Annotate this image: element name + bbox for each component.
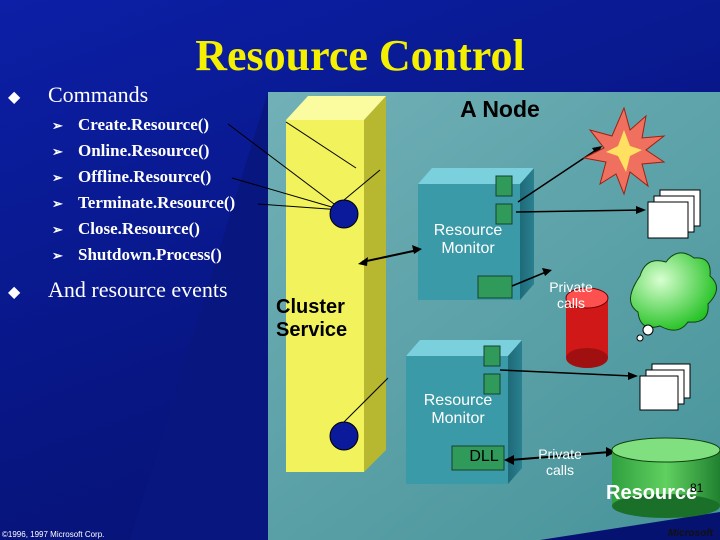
cluster-service-port-2 bbox=[329, 421, 359, 451]
private-calls-label-2: Private calls bbox=[538, 446, 582, 478]
command-item-label: Offline.Resource() bbox=[78, 167, 212, 186]
resource-monitor-label-2: Resource Monitor bbox=[423, 392, 493, 427]
diamond-bullet-icon: ◆ bbox=[8, 88, 21, 106]
red-cylinder-icon bbox=[565, 287, 609, 368]
arrow-bullet-icon: ➢ bbox=[52, 248, 63, 263]
bullet-commands-label: Commands bbox=[48, 82, 149, 107]
copyright-text: ©1996, 1997 Microsoft Corp. bbox=[2, 530, 105, 539]
microsoft-logo: Microsoft bbox=[668, 528, 713, 539]
diamond-bullet-icon: ◆ bbox=[8, 283, 21, 301]
cluster-service-top bbox=[286, 96, 386, 120]
cluster-service-pillar bbox=[286, 120, 364, 472]
command-item-label: Online.Resource() bbox=[78, 141, 210, 160]
command-item: ➢ Shutdown.Process() bbox=[52, 245, 222, 265]
command-item-label: Terminate.Resource() bbox=[78, 193, 236, 212]
cloud-icon bbox=[630, 252, 717, 342]
cluster-service-side bbox=[364, 96, 386, 472]
document-stack-icon-1 bbox=[647, 189, 701, 239]
resource-label: Resource bbox=[606, 482, 698, 504]
dll-label: DLL bbox=[469, 448, 499, 465]
command-item: ➢ Online.Resource() bbox=[52, 141, 209, 161]
arrow-bullet-icon: ➢ bbox=[52, 170, 63, 185]
bullet-events: ◆ And resource events bbox=[8, 277, 228, 303]
cluster-service-label: Cluster Service bbox=[276, 296, 348, 341]
command-item: ➢ Close.Resource() bbox=[52, 219, 200, 239]
node-label: A Node bbox=[460, 96, 540, 122]
private-calls-label-1: Private calls bbox=[549, 279, 593, 311]
document-stack-icon-2 bbox=[639, 363, 691, 411]
arrow-bullet-icon: ➢ bbox=[52, 196, 63, 211]
arrow-bullet-icon: ➢ bbox=[52, 144, 63, 159]
bullet-events-label: And resource events bbox=[48, 277, 228, 302]
command-item-label: Shutdown.Process() bbox=[78, 245, 222, 264]
node-plane-surface bbox=[130, 92, 720, 540]
resource-cylinder-icon bbox=[611, 437, 720, 518]
page-number: 81 bbox=[690, 481, 704, 495]
cluster-service-port-1 bbox=[329, 199, 359, 229]
command-item-label: Create.Resource() bbox=[78, 115, 210, 134]
bullet-commands: ◆ Commands bbox=[8, 82, 148, 108]
command-item-label: Close.Resource() bbox=[78, 219, 200, 238]
slide-title: Resource Control bbox=[195, 31, 525, 80]
command-item: ➢ Terminate.Resource() bbox=[52, 193, 235, 213]
command-item: ➢ Offline.Resource() bbox=[52, 167, 211, 187]
arrow-bullet-icon: ➢ bbox=[52, 222, 63, 237]
arrow-bullet-icon: ➢ bbox=[52, 118, 63, 133]
resource-monitor-label-1: Resource Monitor bbox=[433, 222, 503, 257]
command-item: ➢ Create.Resource() bbox=[52, 115, 209, 135]
